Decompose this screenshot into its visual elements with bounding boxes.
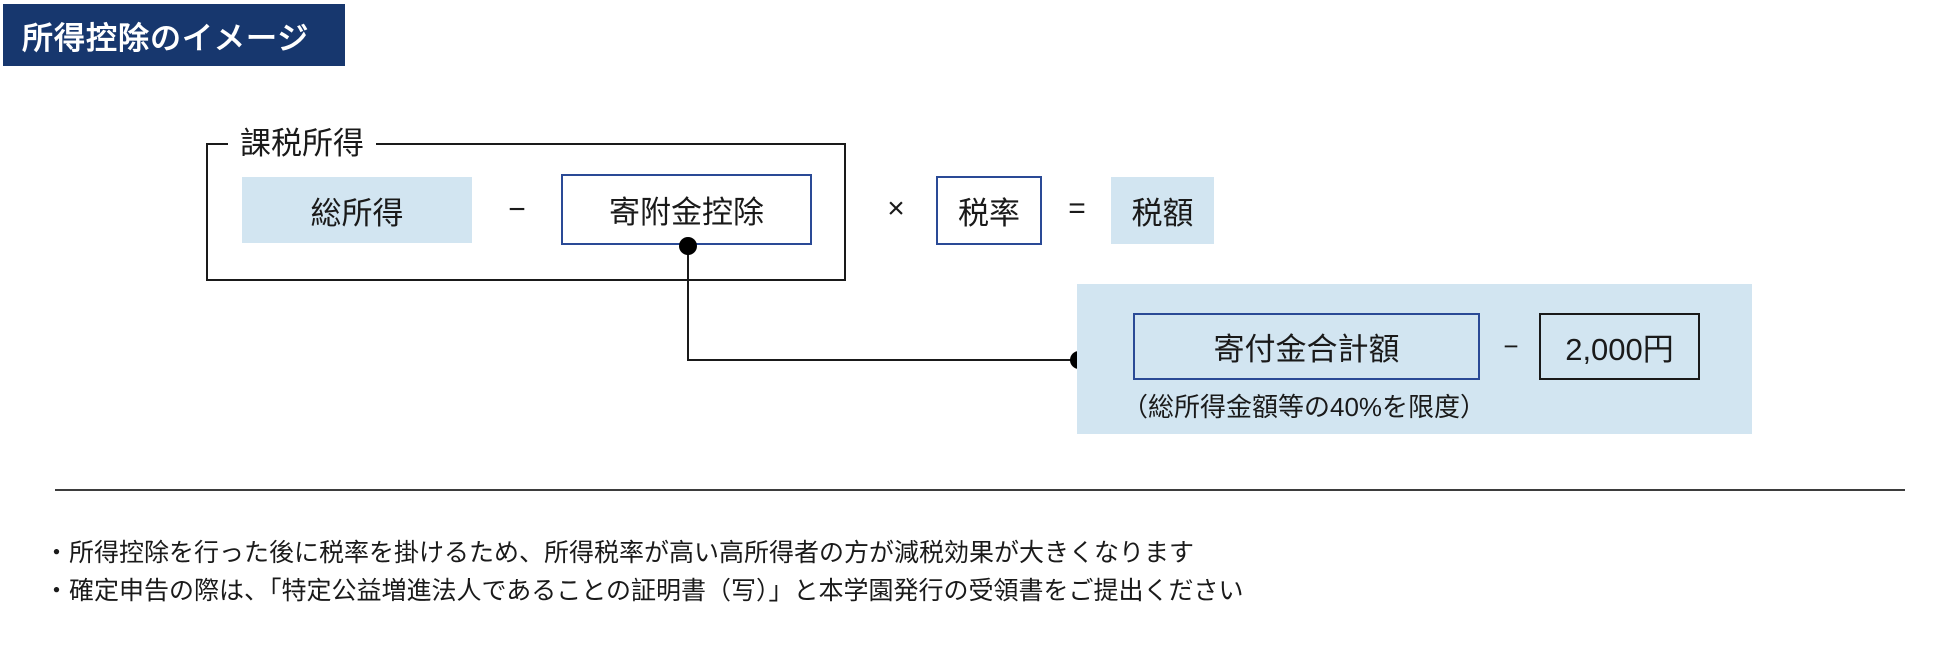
taxable-income-label: 課税所得 xyxy=(228,124,376,164)
donation-total-box: 寄付金合計額 xyxy=(1133,313,1480,380)
limit-note: （総所得金額等の40%を限度） xyxy=(1122,392,1487,422)
minus-operator: − xyxy=(508,193,526,226)
tax-amount-box: 税額 xyxy=(1111,177,1214,244)
panel-minus-operator: − xyxy=(1503,331,1519,361)
donation-deduction-box: 寄附金控除 xyxy=(561,174,812,245)
page-title: 所得控除のイメージ xyxy=(3,4,345,66)
footnote-item: ・所得控除を行った後に税率を掛けるため、所得税率が高い高所得者の方が減税効果が大… xyxy=(44,539,1195,567)
total-income-box: 総所得 xyxy=(242,177,472,243)
connector-line-vertical xyxy=(687,246,689,361)
footnotes: ・所得控除を行った後に税率を掛けるため、所得税率が高い高所得者の方が減税効果が大… xyxy=(44,534,1244,610)
donation-detail-panel: 寄付金合計額 − 2,000円 （総所得金額等の40%を限度） xyxy=(1077,284,1752,434)
divider-line xyxy=(55,489,1905,491)
connector-dot-top xyxy=(679,237,697,255)
taxable-income-group-box: 課税所得 xyxy=(206,124,846,281)
times-operator: × xyxy=(887,192,905,225)
tax-rate-box: 税率 xyxy=(936,176,1042,245)
footnote-item: ・確定申告の際は、「特定公益増進法人であることの証明書（写）」と本学園発行の受領… xyxy=(44,577,1244,605)
connector-line-horizontal xyxy=(687,359,1079,361)
fixed-2000yen-box: 2,000円 xyxy=(1539,313,1700,380)
equals-operator: = xyxy=(1068,192,1086,225)
